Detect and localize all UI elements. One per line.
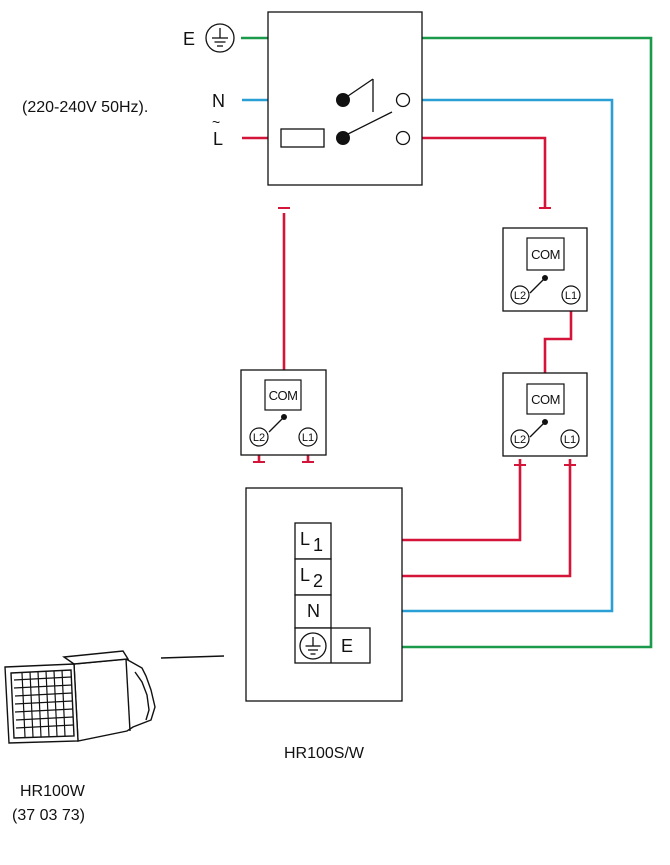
com-label: COM <box>269 388 298 403</box>
controller-name: HR100S/W <box>284 745 365 762</box>
com-label: COM <box>531 247 560 262</box>
fan-grille-icon <box>13 669 74 738</box>
strap-wire <box>543 298 573 384</box>
l2-label: L2 <box>253 432 265 444</box>
terminal-l1-number: 1 <box>313 535 323 555</box>
l1-label: L1 <box>564 434 576 446</box>
isolator-terminal-n-out <box>395 92 411 108</box>
live-label: L <box>213 129 223 149</box>
terminal-e-label: E <box>341 636 353 656</box>
l1-feed-wire <box>331 459 572 578</box>
com-label: COM <box>531 392 560 407</box>
isolator-terminal-l-out <box>395 130 411 146</box>
isolator-terminal-n-in <box>336 93 350 107</box>
fan-unit-icon <box>4 650 156 744</box>
l2-label: L2 <box>514 290 526 302</box>
terminal-l2-letter: L <box>300 565 310 585</box>
terminal-block: L 1 L 2 N E <box>294 522 371 664</box>
two-way-switch-middle: COM L2 L1 <box>502 372 588 457</box>
neutral-label: N <box>212 91 225 111</box>
earth-symbol-icon <box>205 23 235 53</box>
fuse-icon <box>280 128 325 148</box>
wire-end-markers <box>253 207 576 466</box>
live-wire-out <box>403 136 547 208</box>
terminal-n-label: N <box>307 601 320 621</box>
isolator-terminal-l-in <box>336 131 350 145</box>
neutral-wire-out <box>331 98 614 613</box>
terminal-l2-number: 2 <box>313 571 323 591</box>
earth-wire <box>241 36 653 649</box>
two-way-switch-top: COM L2 L1 <box>502 227 588 312</box>
isolator-contacts-icon <box>347 78 393 135</box>
l1-label: L1 <box>565 290 577 302</box>
l1-label: L1 <box>302 432 314 444</box>
two-way-switch-left: COM L2 L1 <box>240 369 327 456</box>
voltage-label: (220-240V 50Hz). <box>22 99 148 116</box>
fan-link-line <box>160 655 225 659</box>
fan-model: HR100W <box>20 783 86 800</box>
terminal-l1-letter: L <box>300 529 310 549</box>
earth-symbol-icon <box>299 632 327 660</box>
fan-code: (37 03 73) <box>12 807 85 824</box>
ac-tilde: ~ <box>212 114 220 130</box>
earth-label: E <box>183 29 195 49</box>
l2-label: L2 <box>514 434 526 446</box>
